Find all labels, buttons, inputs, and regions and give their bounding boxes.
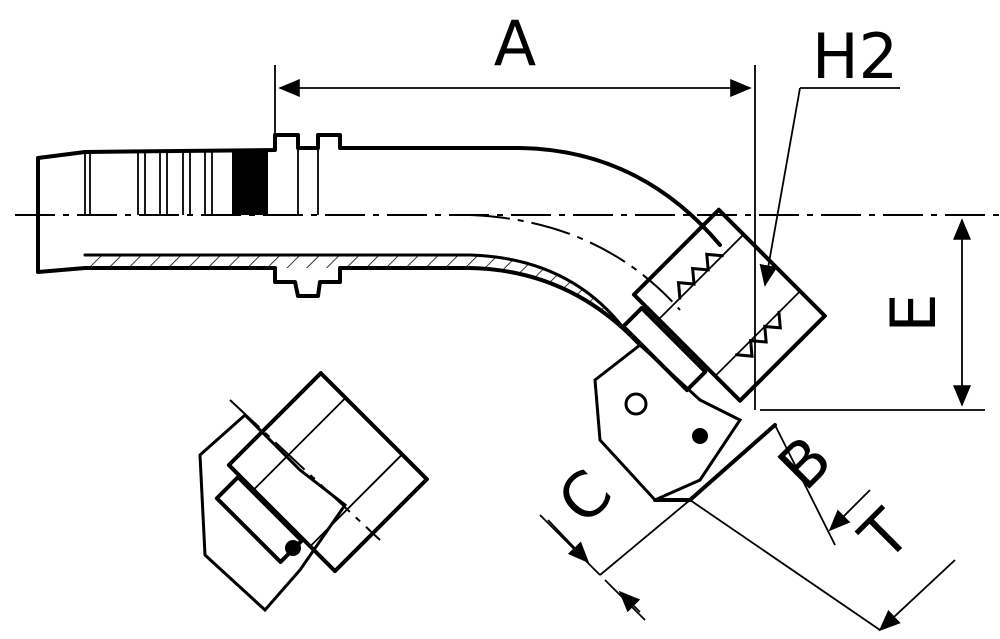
o-ring-inner [692, 428, 708, 444]
nipple-section-main [593, 343, 777, 502]
dimension-e: E [760, 218, 985, 411]
label-e: E [877, 293, 950, 332]
hose-tail [36, 133, 722, 347]
dimension-c: C [539, 456, 691, 621]
label-h2: H2 [812, 20, 898, 93]
knurl-band [232, 152, 268, 215]
dimension-h2: H2 [759, 20, 900, 287]
dimension-t: T [689, 495, 956, 632]
label-a: A [494, 7, 536, 80]
label-c: C [544, 456, 626, 538]
dimension-a: A [274, 7, 756, 410]
detail-view [198, 371, 429, 613]
o-ring-main [624, 392, 648, 416]
label-t: T [845, 495, 925, 575]
o-ring-detail [285, 540, 301, 556]
label-b: B [764, 422, 846, 504]
